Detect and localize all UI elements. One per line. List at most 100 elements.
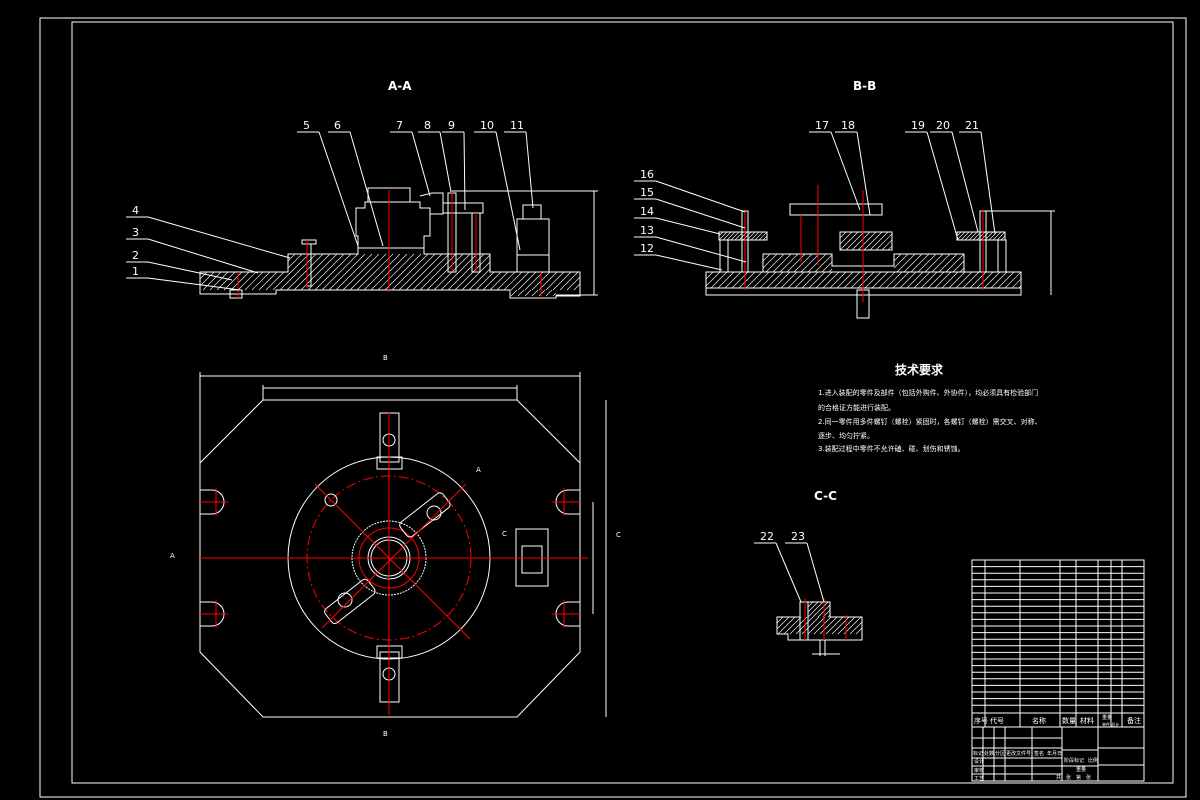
leader-line bbox=[655, 254, 723, 271]
hatch-line bbox=[409, 253, 429, 273]
balloon-17: 17 bbox=[815, 119, 829, 132]
hatch-line bbox=[779, 253, 799, 273]
hatch-line bbox=[843, 616, 862, 635]
hatch-line bbox=[807, 601, 819, 613]
leader-line bbox=[147, 216, 291, 259]
leader-line bbox=[775, 542, 802, 603]
hatch-line bbox=[710, 271, 728, 289]
hatch-line bbox=[738, 231, 748, 241]
hatch-line bbox=[718, 231, 728, 241]
technical-requirements: 技术要求 1.进入装配的零件及部件（包括外购件、外协件），均必须具有检验部门 的… bbox=[818, 362, 1042, 453]
hatch-line bbox=[776, 616, 790, 630]
hatch-line bbox=[304, 253, 324, 273]
hatch-line bbox=[199, 271, 208, 280]
hatch-line bbox=[742, 231, 752, 241]
hatch-line bbox=[762, 253, 778, 269]
hatch-line bbox=[759, 271, 777, 289]
leader-line bbox=[856, 131, 871, 216]
hatch-line bbox=[730, 231, 740, 241]
arm-screw bbox=[426, 505, 442, 521]
hatch-line bbox=[920, 271, 938, 289]
title-grid bbox=[972, 727, 1144, 781]
hatch-line bbox=[892, 271, 910, 289]
hatch-line bbox=[869, 231, 889, 251]
hatch-line bbox=[948, 271, 966, 289]
hatch-line bbox=[976, 231, 986, 241]
hatch-line bbox=[813, 616, 832, 635]
leader-line bbox=[318, 131, 359, 247]
section-marker-c-right: C bbox=[616, 531, 621, 539]
leader-line bbox=[655, 217, 721, 235]
hatch-line bbox=[871, 271, 889, 289]
section-marker-b-bottom: B bbox=[383, 730, 388, 738]
hatch-line bbox=[705, 271, 721, 287]
balloon-4: 4 bbox=[132, 204, 139, 217]
leader-line bbox=[411, 131, 431, 197]
tech-req-line: 2.同一零件用多件螺钉（螺栓）紧固时，各螺钉（螺栓）需交叉、对称、 bbox=[818, 417, 1042, 426]
hatch-line bbox=[863, 231, 883, 251]
hatching bbox=[705, 231, 1022, 289]
hatch-line bbox=[924, 253, 944, 273]
hatch-line bbox=[814, 254, 833, 273]
leader-line bbox=[655, 198, 746, 229]
hatch-line bbox=[941, 271, 959, 289]
hatch-line bbox=[938, 253, 958, 273]
hatch-line bbox=[762, 235, 768, 241]
hatch-line bbox=[398, 271, 418, 291]
sheet-unit: 张 bbox=[1066, 774, 1071, 781]
hatch-line bbox=[807, 601, 814, 608]
hatch-line bbox=[300, 271, 320, 291]
hatch-line bbox=[968, 231, 978, 241]
hatch-line bbox=[839, 231, 853, 245]
rev-date: 年月日 bbox=[1047, 750, 1062, 757]
hatch-line bbox=[722, 231, 732, 241]
leader-line bbox=[980, 131, 996, 235]
hatch-line bbox=[878, 271, 896, 289]
hatch-line bbox=[819, 616, 838, 635]
hatch-line bbox=[718, 231, 724, 237]
hatch-line bbox=[202, 271, 222, 291]
hatch-line bbox=[956, 231, 966, 241]
hatch-line bbox=[857, 271, 875, 289]
weight-label: 重量 bbox=[1076, 766, 1086, 773]
section-bb-title: B-B bbox=[853, 79, 876, 93]
hatch-line bbox=[857, 231, 877, 251]
hatch-line bbox=[223, 271, 243, 291]
hatch-line bbox=[287, 253, 296, 262]
clamp-lever bbox=[442, 202, 484, 214]
hatch-line bbox=[258, 271, 278, 291]
hatch-line bbox=[724, 271, 742, 289]
hatch-line bbox=[726, 231, 736, 241]
base-plate-aa bbox=[199, 247, 581, 299]
diagonal-centerline bbox=[314, 483, 471, 640]
hatch-line bbox=[1004, 271, 1022, 289]
hatch-line bbox=[776, 616, 784, 624]
hatch-line bbox=[416, 253, 436, 273]
hatch-line bbox=[983, 271, 1001, 289]
hatch-line bbox=[913, 271, 931, 289]
rev-count: 处数 bbox=[984, 750, 994, 757]
hatch-line bbox=[881, 239, 893, 251]
scale-label: 比例 bbox=[1088, 757, 1098, 764]
hatch-line bbox=[391, 271, 411, 291]
hatch-line bbox=[244, 271, 264, 291]
balloon-15: 15 bbox=[640, 186, 654, 199]
hatch-line bbox=[990, 271, 1008, 289]
hatch-line bbox=[440, 271, 460, 291]
header-code: 代号 bbox=[990, 716, 1004, 725]
hatch-line bbox=[745, 271, 763, 289]
hatch-line bbox=[363, 271, 383, 291]
hatch-line bbox=[794, 271, 812, 289]
hatch-line bbox=[875, 233, 893, 251]
sheet-total-label: 共 bbox=[1056, 774, 1061, 781]
hatch-line bbox=[503, 271, 523, 291]
hatch-line bbox=[849, 621, 863, 635]
mounting-slots bbox=[200, 488, 580, 628]
hatch-line bbox=[956, 231, 962, 237]
hatch-line bbox=[738, 271, 756, 289]
hatch-line bbox=[489, 271, 509, 291]
hatch-line bbox=[752, 271, 770, 289]
